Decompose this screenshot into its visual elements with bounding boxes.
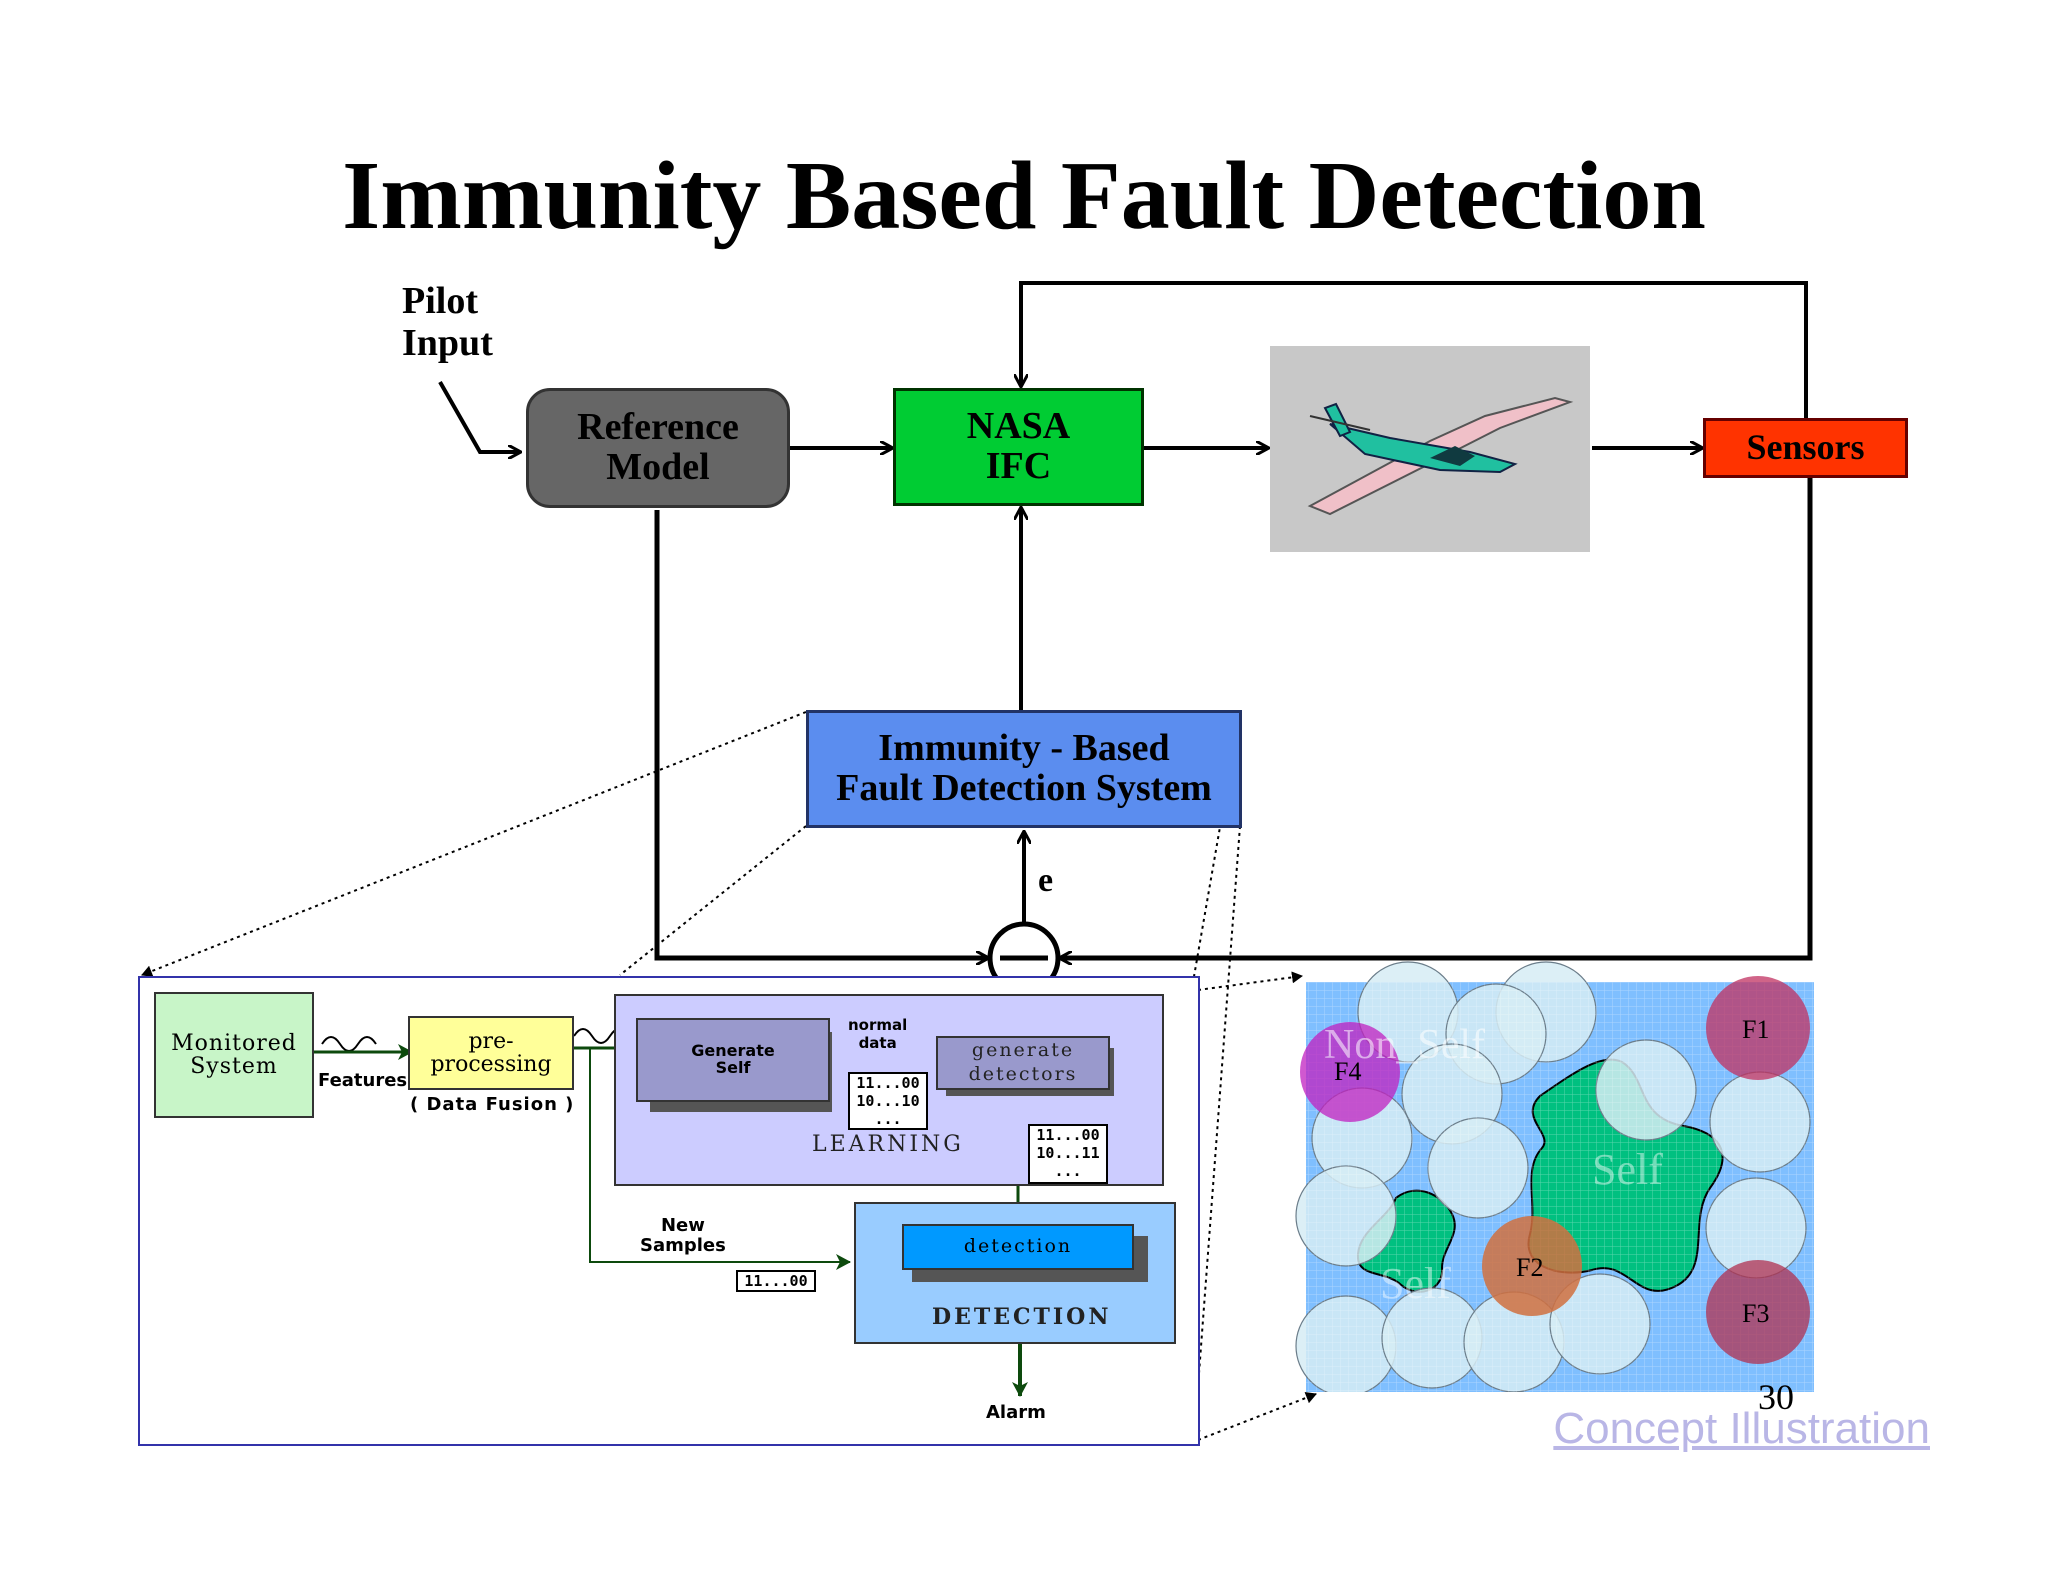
alarm-label: Alarm (986, 1402, 1046, 1423)
ref-to-sum-arrow (654, 510, 988, 958)
fault-f3 (1706, 1260, 1810, 1364)
features-label: Features (318, 1070, 408, 1091)
zoom-line-6 (1197, 1392, 1317, 1441)
page-number: 30 (1758, 1377, 1794, 1417)
preprocessing-block: pre-processing (408, 1016, 574, 1090)
zoom-line-1 (141, 711, 807, 977)
self-label-1: Self (1592, 1145, 1663, 1194)
f2-label: F2 (1516, 1253, 1543, 1282)
concept-illustration: Non_Self Self Self F1 F2 F3 F4 (1295, 961, 1814, 1392)
error-label: e (1038, 862, 1054, 899)
fault-f2 (1482, 1216, 1582, 1316)
f1-label: F1 (1742, 1015, 1769, 1044)
sensors-to-sum-arrow (1060, 478, 1813, 958)
self-label-2: Self (1380, 1259, 1451, 1308)
zoom-line-2 (619, 825, 807, 976)
f4-label: F4 (1334, 1057, 1361, 1086)
fault-f1 (1706, 976, 1810, 1080)
detection-block: detection (902, 1224, 1134, 1270)
f3-label: F3 (1742, 1299, 1769, 1328)
zoom-line-4 (1188, 825, 1241, 1441)
concept-illustration-link[interactable]: Concept Illustration (1553, 1404, 1930, 1453)
non-self-label: Non_Self (1324, 1022, 1485, 1068)
detection-label: DETECTION (932, 1304, 1112, 1330)
pilot-input-arrow (438, 381, 520, 452)
sensors-block: Sensors (1703, 418, 1908, 478)
data-fusion-label: ( Data Fusion ) (410, 1094, 575, 1115)
bitstring-box-c: 11...00 (736, 1270, 816, 1292)
aircraft-icon (1307, 396, 1574, 516)
feedback-loop-arrow (1021, 281, 1808, 428)
learning-label: LEARNING (812, 1132, 964, 1157)
zoom-line-3 (1187, 711, 1241, 989)
fault-f4 (1300, 1022, 1400, 1122)
page-title: Immunity Based Fault Detection (342, 142, 1706, 250)
aircraft-image (1270, 346, 1590, 552)
